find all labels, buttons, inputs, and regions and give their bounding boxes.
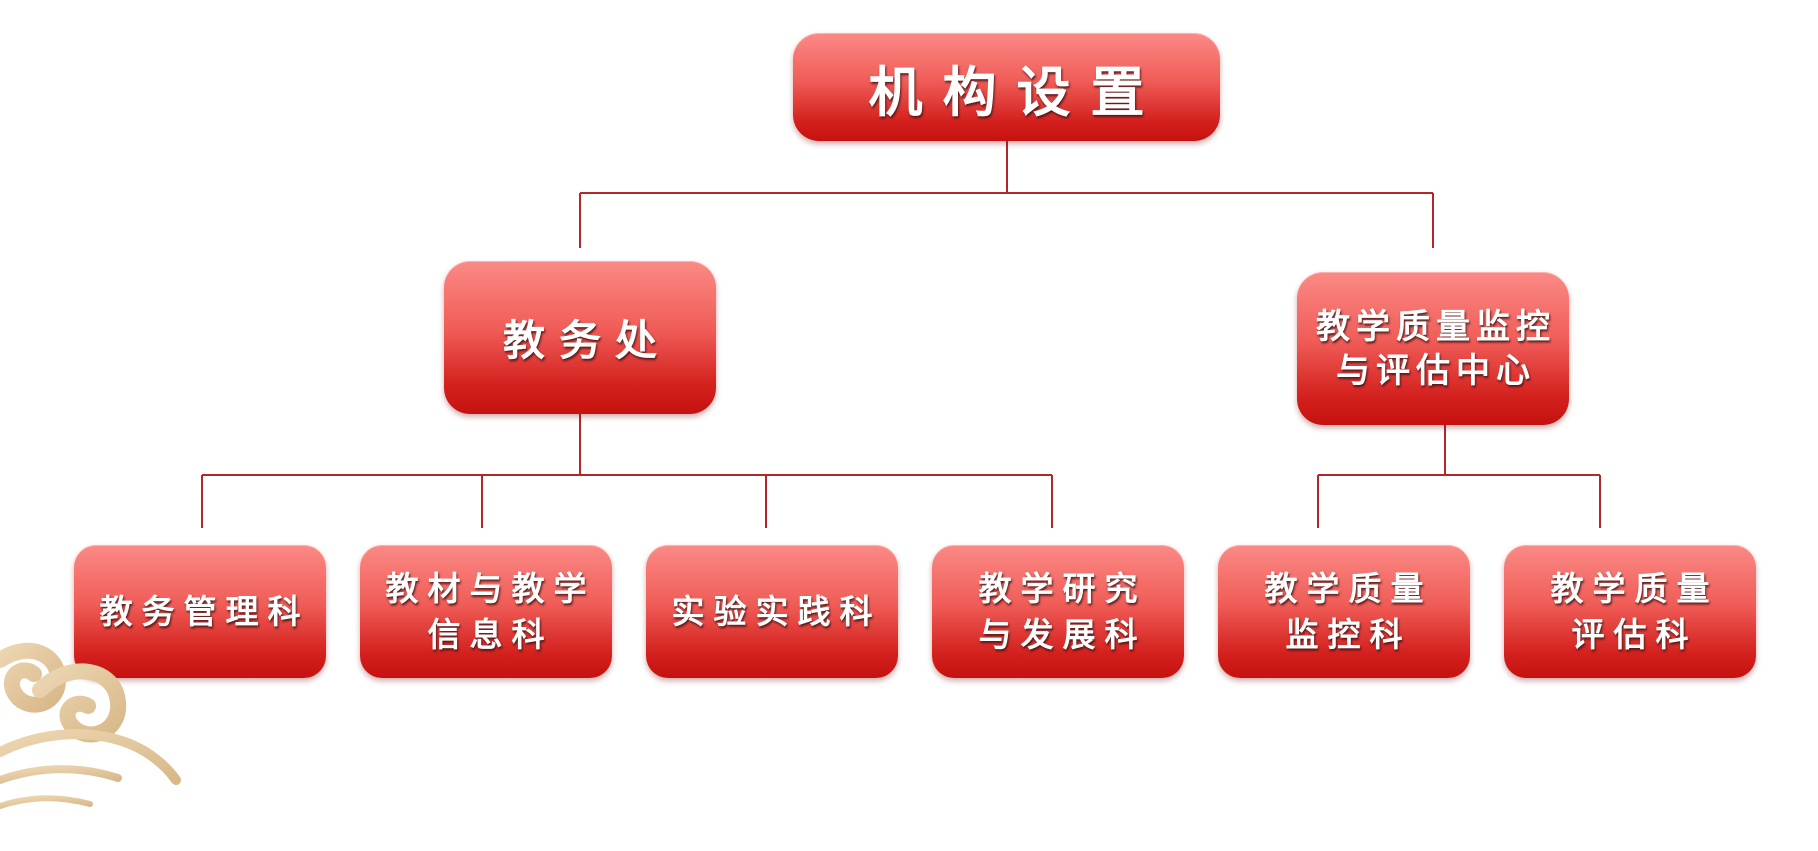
leaf-label-line-2: 监控科 bbox=[1285, 614, 1412, 654]
leaf-box-jiaoxue-yanjiu: 教学研究 与发展科 bbox=[932, 545, 1184, 678]
leaf-label: 实验实践科 bbox=[671, 591, 882, 631]
quality-center-box: 教学质量监控 与评估中心 bbox=[1297, 272, 1569, 425]
auspicious-cloud-ornament-icon bbox=[0, 642, 181, 809]
leaf-label-line-1: 教材与教学 bbox=[385, 568, 596, 608]
leaf-box-shiyan-shijian: 实验实践科 bbox=[646, 545, 898, 678]
jiaowuchu-label: 教务处 bbox=[502, 316, 671, 365]
leaf-label: 教务管理科 bbox=[99, 591, 310, 631]
root-title: 机构设置 bbox=[868, 60, 1165, 124]
leaf-label-line-2: 与发展科 bbox=[978, 614, 1147, 654]
jiaowuchu-box: 教务处 bbox=[444, 261, 716, 414]
leaf-box-jiaocai-xinxi: 教材与教学 信息科 bbox=[360, 545, 612, 678]
leaf-label-line-2: 信息科 bbox=[427, 614, 554, 654]
leaf-box-jiaowu-guanli: 教务管理科 bbox=[74, 545, 326, 678]
leaf-label-line-1: 教学质量 bbox=[1550, 568, 1719, 608]
leaf-box-zhiliang-jiankong: 教学质量 监控科 bbox=[1218, 545, 1470, 678]
quality-center-label-line-1: 教学质量监控 bbox=[1316, 306, 1556, 347]
leaf-label-line-1: 教学研究 bbox=[978, 568, 1147, 608]
root-box: 机构设置 bbox=[793, 33, 1220, 141]
quality-center-label-line-2: 与评估中心 bbox=[1336, 350, 1536, 391]
leaf-label-line-2: 评估科 bbox=[1571, 614, 1698, 654]
leaf-box-zhiliang-pinggu: 教学质量 评估科 bbox=[1504, 545, 1756, 678]
leaf-label-line-1: 教学质量 bbox=[1264, 568, 1433, 608]
